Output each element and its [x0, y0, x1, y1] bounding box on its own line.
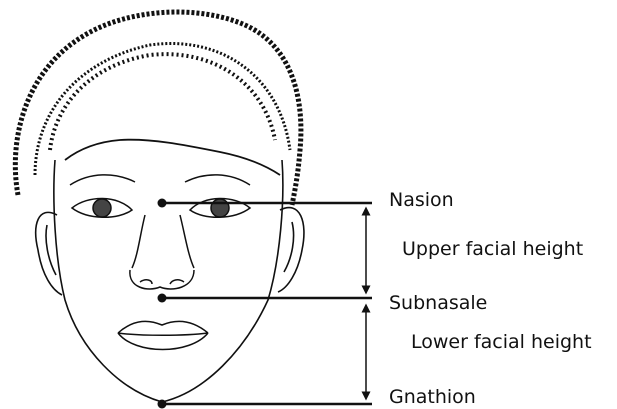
subnasale-label: Subnasale [389, 294, 487, 313]
eyes [70, 175, 250, 217]
hair [15, 12, 301, 205]
upper-facial-height-label: Upper facial height [402, 240, 583, 259]
gnathion-label: Gnathion [389, 388, 476, 407]
mouth [118, 321, 208, 349]
nasion-label: Nasion [389, 191, 454, 210]
face-outline [36, 160, 304, 402]
nose [130, 215, 194, 289]
lower-facial-height-label: Lower facial height [411, 333, 592, 352]
